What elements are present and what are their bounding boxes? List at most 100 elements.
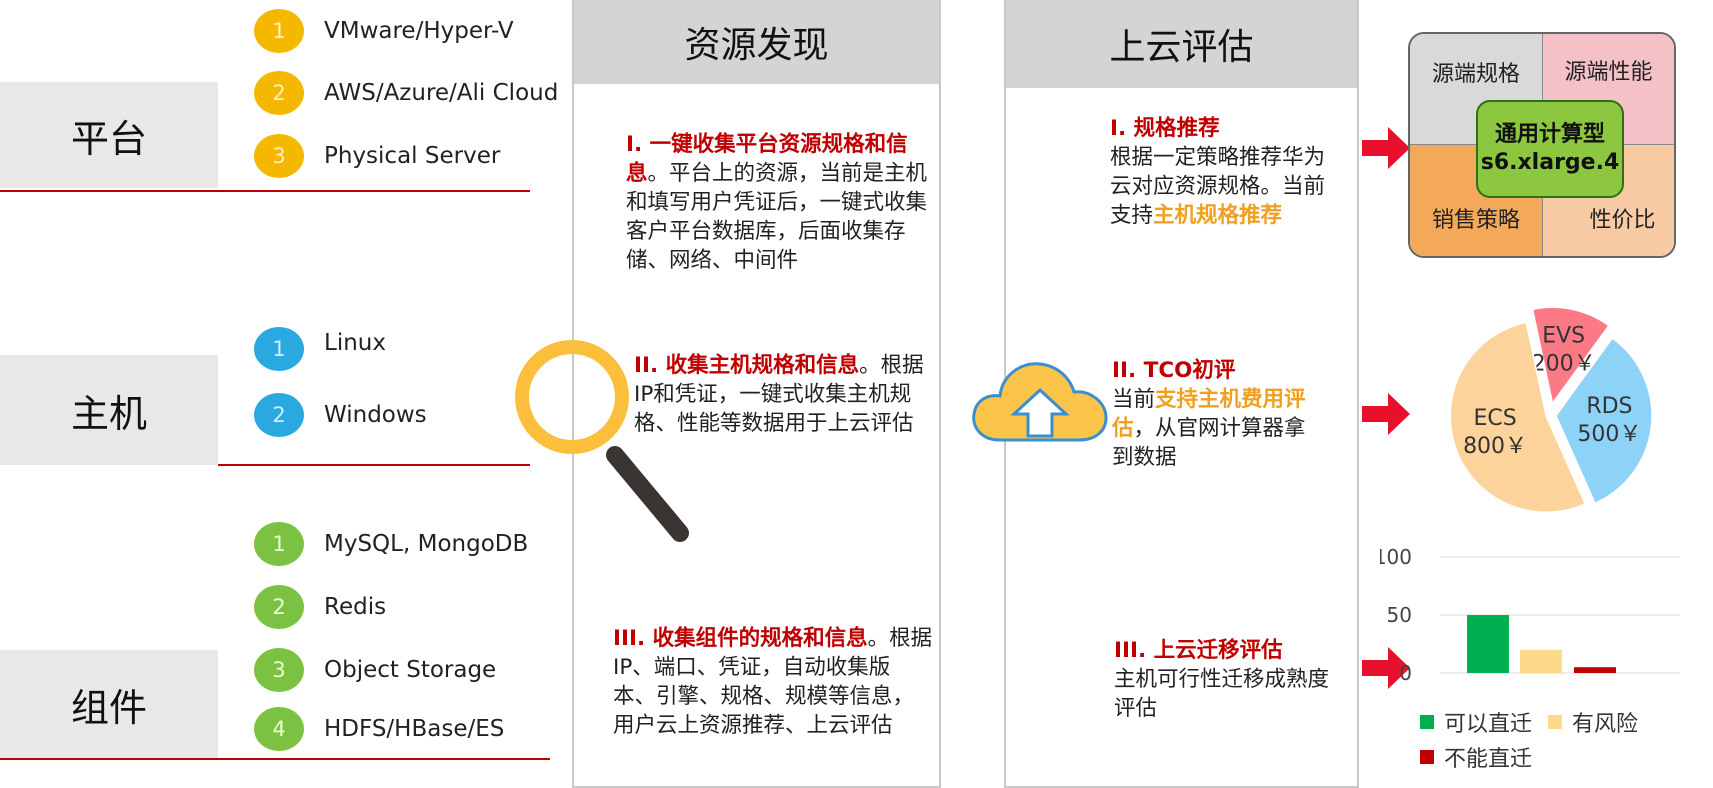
pie-slice-ecs [1449,321,1587,513]
evaluation-section-3: III. 上云迁移评估 主机可行性迁移成熟度评估 [1114,636,1344,723]
red-arrow-icon [1362,647,1410,689]
section-title: II. 收集主机规格和信息 [634,353,860,378]
category-component-label: 组件 [70,685,147,730]
pie-label-name: ECS [1473,406,1516,431]
number-badge: 3 [254,648,304,692]
y-tick-label: 100 [1380,545,1412,569]
number-badge: 1 [254,522,304,566]
bar-2 [1574,667,1616,673]
section-body: 主机可行性迁移成熟度评估 [1114,667,1330,721]
section-highlight: 支持主机费用评估 [1112,387,1306,441]
item-label: HDFS/HBase/ES [324,716,505,742]
number-badge: 4 [254,707,304,751]
discovery-section-1: I. 一键收集平台资源规格和信息。平台上的资源，当前是主机和填写用户凭证后，一键… [626,130,931,275]
legend-label: 不能直迁 [1444,747,1533,772]
component-item: 2 Redis [254,585,386,629]
platform-item: 3 Physical Server [254,134,500,178]
platform-item: 2 AWS/Azure/Ali Cloud [254,71,558,115]
section-body: 当前 [1112,387,1156,412]
evaluation-section-1: I. 规格推荐 根据一定策略推荐华为云对应资源规格。当前支持主机规格推荐 [1110,114,1342,230]
divider-line [0,190,530,192]
red-arrow-icon [1362,127,1410,169]
discovery-section-2: II. 收集主机规格和信息。根据IP和凭证，一键式收集主机规格、性能等数据用于上… [634,351,934,438]
section-title: I. 规格推荐 [1110,116,1220,141]
category-component: 组件 [0,650,218,758]
section-title: III. 上云迁移评估 [1114,638,1283,663]
discovery-title: 资源发现 [574,0,939,84]
legend-swatch [1548,715,1562,729]
recommended-spec: 通用计算型 s6.xlarge.4 [1476,100,1624,198]
platform-item: 1 VMware/Hyper-V [254,9,514,53]
host-item: 1 Linux [254,327,386,371]
pie-label-name: RDS [1586,394,1632,419]
y-tick-label: 50 [1387,603,1412,627]
pie-label-value: 800￥ [1463,434,1527,459]
section-title: II. TCO初评 [1112,358,1236,383]
legend-swatch [1420,750,1434,764]
category-platform-label: 平台 [70,116,147,161]
component-item: 3 Object Storage [254,648,496,692]
legend-item: 有风险 [1548,706,1638,738]
component-item: 1 MySQL, MongoDB [254,522,528,566]
category-host-label: 主机 [70,391,147,436]
evaluation-title: 上云评估 [1006,0,1357,88]
divider-line [0,758,550,760]
item-label: Redis [324,594,387,620]
legend-label: 有风险 [1572,712,1639,737]
legend-label: 可以直迁 [1444,712,1533,737]
tco-pie-chart: EVS 200￥ RDS 500￥ ECS 800￥ [1449,306,1653,513]
y-tick-label: 0 [1399,661,1412,685]
red-arrow-icon [1362,393,1410,435]
pie-label-value: 500￥ [1577,422,1641,447]
item-label: Physical Server [324,143,501,169]
legend-item: 不能直迁 [1420,741,1532,773]
pie-label-value: 200￥ [1532,352,1596,377]
bar-0 [1467,615,1509,673]
magnifier-icon [515,340,689,542]
matrix-label: 性价比 [1589,208,1656,233]
component-item: 4 HDFS/HBase/ES [254,707,504,751]
matrix-label: 源端规格 [1431,62,1520,87]
matrix-label: 销售策略 [1431,208,1520,233]
item-label: MySQL, MongoDB [324,531,529,557]
spec-family: 通用计算型 [1494,122,1605,147]
section-title: III. 收集组件的规格和信息 [613,626,868,651]
number-badge: 1 [254,327,304,371]
number-badge: 3 [254,134,304,178]
pie-slice-rds [1555,336,1653,505]
category-platform: 平台 [0,82,218,188]
number-badge: 2 [254,393,304,437]
migration-bar-chart: 100 50 0 [1380,545,1680,685]
number-badge: 1 [254,9,304,53]
section-title: I. 一键收集平台资源规格和信息 [626,132,908,186]
number-badge: 2 [254,585,304,629]
item-label: Windows [324,402,427,428]
bar-1 [1520,649,1562,673]
section-body: 根据一定策略推荐华为云对应资源规格。当前支持 [1110,145,1326,228]
matrix-label: 源端性能 [1564,60,1653,85]
discovery-section-3: III. 收集组件的规格和信息。根据IP、端口、凭证，自动收集版本、引擎、规格、… [613,624,933,740]
section-body: ，从官网计算器拿到数据 [1112,416,1306,470]
discovery-panel [572,0,941,788]
divider-line [218,464,530,466]
discovery-title-text: 资源发现 [684,25,829,66]
spec-flavor: s6.xlarge.4 [1480,150,1620,175]
section-body: 。根据IP和凭证，一键式收集主机规格、性能等数据用于上云评估 [634,353,924,436]
pie-label-name: EVS [1542,324,1585,349]
section-body: 。根据IP、端口、凭证，自动收集版本、引擎、规格、规模等信息，用户云上资源推荐、… [613,626,933,738]
number-badge: 2 [254,71,304,115]
cloud-upload-icon [972,362,1108,442]
item-label: Object Storage [324,657,497,683]
category-host: 主机 [0,355,218,465]
section-highlight: 主机规格推荐 [1153,203,1283,228]
pie-slice-evs [1531,306,1610,406]
section-body: 。平台上的资源，当前是主机和填写用户凭证后，一键式收集客户平台数据库，后面收集存… [626,161,928,273]
item-label: Linux [324,330,386,356]
evaluation-section-2: II. TCO初评 当前支持主机费用评估，从官网计算器拿到数据 [1112,356,1327,472]
host-item: 2 Windows [254,393,427,437]
legend-swatch [1420,715,1434,729]
item-label: VMware/Hyper-V [324,18,514,44]
legend-item: 可以直迁 [1420,706,1532,738]
item-label: AWS/Azure/Ali Cloud [324,80,559,106]
evaluation-title-text: 上云评估 [1109,27,1254,68]
